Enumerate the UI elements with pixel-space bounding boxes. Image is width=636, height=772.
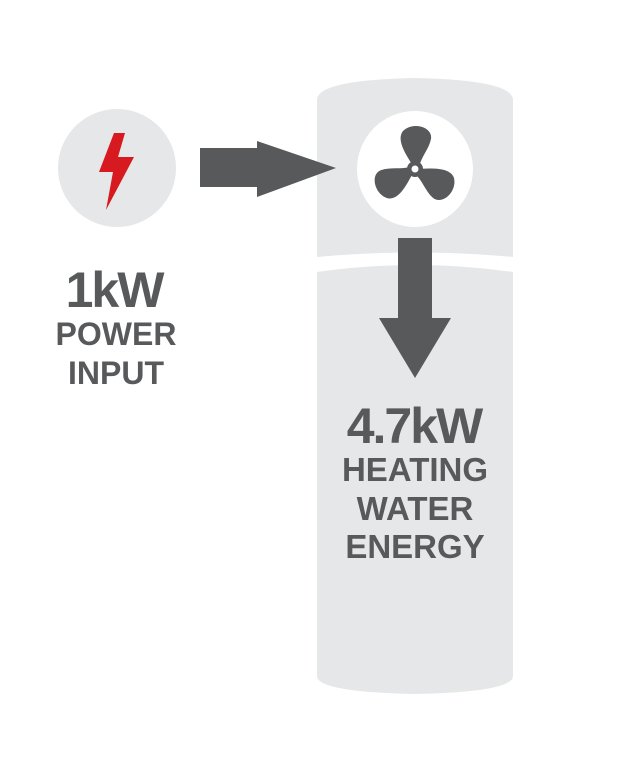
input-value: 1kW: [66, 262, 166, 318]
output-label-line3: ENERGY: [345, 528, 484, 565]
input-label-line2: INPUT: [68, 355, 164, 391]
arrow-down-icon: [379, 238, 451, 378]
output-label-line2: WATER: [357, 490, 474, 527]
arrow-right-icon: [200, 141, 336, 197]
output-value: 4.7kW: [347, 398, 484, 454]
output-label-line1: HEATING: [342, 451, 488, 488]
lightning-bolt-icon: [99, 133, 134, 210]
input-label-line1: POWER: [56, 316, 177, 352]
tank-bottom-section: [317, 265, 513, 694]
fan-icon: [374, 125, 455, 200]
